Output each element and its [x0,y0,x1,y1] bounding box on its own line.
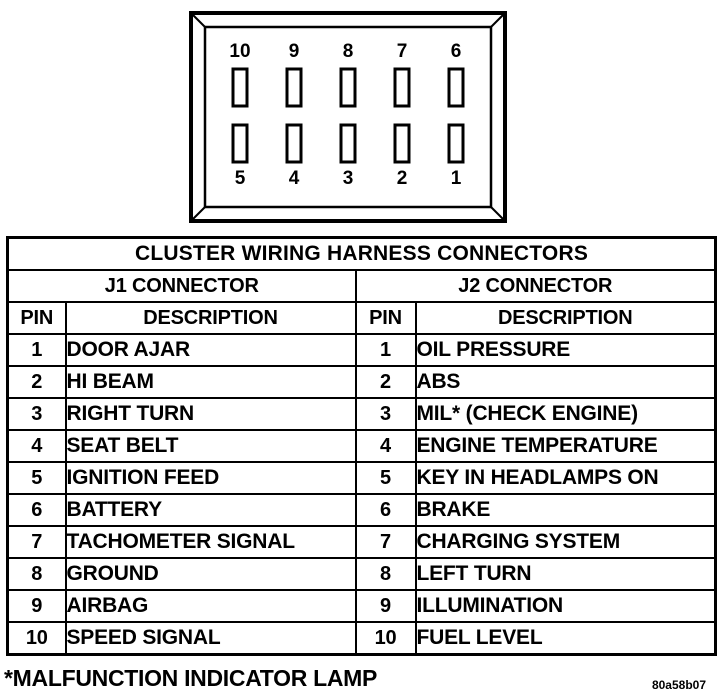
pin-slot [285,123,303,164]
bevel-line-bottom-left [192,205,207,220]
pin-slot [231,123,249,164]
table-row: 7 TACHOMETER SIGNAL 7 CHARGING SYSTEM [6,525,717,559]
bevel-line-top-right [489,14,504,29]
j1-pin-cell: 7 [6,525,67,559]
pin-number-label: 10 [229,41,250,62]
j1-description-cell: RIGHT TURN [64,397,357,431]
j2-pin-cell: 6 [354,493,417,527]
cluster-wiring-harness-table: CLUSTER WIRING HARNESS CONNECTORS J1 CON… [6,236,718,656]
j2-pin-cell: 2 [354,365,417,399]
j2-description-cell: ENGINE TEMPERATURE [414,429,717,463]
column-header-row: PIN DESCRIPTION PIN DESCRIPTION [6,301,717,335]
j1-description-cell: GROUND [64,557,357,591]
pin-number-label: 1 [451,168,462,189]
j1-description-cell: HI BEAM [64,365,357,399]
table-row: 4 SEAT BELT 4 ENGINE TEMPERATURE [6,429,717,463]
j2-description-cell: LEFT TURN [414,557,717,591]
j1-pin-cell: 8 [6,557,67,591]
pin-slot [231,67,249,108]
j2-description-cell: FUEL LEVEL [414,621,717,656]
j2-pin-cell: 4 [354,429,417,463]
j2-description-cell: OIL PRESSURE [414,333,717,367]
table-row: 9 AIRBAG 9 ILLUMINATION [6,589,717,623]
j2-pin-cell: 3 [354,397,417,431]
j1-connector-header: J1 CONNECTOR [6,269,357,303]
table-title: CLUSTER WIRING HARNESS CONNECTORS [6,236,717,271]
pin-slot [339,123,357,164]
j2-pin-column-header: PIN [354,301,417,335]
pin-number-label: 8 [343,41,354,62]
table-row: 3 RIGHT TURN 3 MIL* (CHECK ENGINE) [6,397,717,431]
pin-slot [447,67,465,108]
j2-pin-cell: 5 [354,461,417,495]
j1-pin-column-header: PIN [6,301,67,335]
connector-outer-housing [189,11,507,223]
pin-number-label: 9 [289,41,300,62]
pin-number-label: 3 [343,168,354,189]
j2-description-cell: MIL* (CHECK ENGINE) [414,397,717,431]
j1-description-cell: SEAT BELT [64,429,357,463]
bevel-line-bottom-right [489,205,504,220]
j1-description-cell: IGNITION FEED [64,461,357,495]
pin-slot [393,67,411,108]
j1-pin-cell: 5 [6,461,67,495]
pin-number-label: 4 [289,168,300,189]
j1-pin-cell: 9 [6,589,67,623]
j2-description-cell: ILLUMINATION [414,589,717,623]
j1-description-cell: BATTERY [64,493,357,527]
j2-description-cell: CHARGING SYSTEM [414,525,717,559]
pin-number-label: 7 [397,41,408,62]
figure-code: 80a58b07 [651,678,706,692]
table-row: 6 BATTERY 6 BRAKE [6,493,717,527]
pin-slot [285,67,303,108]
table-row: 2 HI BEAM 2 ABS [6,365,717,399]
table-row: 8 GROUND 8 LEFT TURN [6,557,717,591]
j2-pin-cell: 1 [354,333,417,367]
pin-number-label: 2 [397,168,408,189]
connector-inner-face [203,25,493,209]
j2-pin-cell: 7 [354,525,417,559]
pin-number-label: 6 [451,41,462,62]
table-row: 1 DOOR AJAR 1 OIL PRESSURE [6,333,717,367]
j1-pin-cell: 2 [6,365,67,399]
j2-description-cell: KEY IN HEADLAMPS ON [414,461,717,495]
j1-pin-cell: 1 [6,333,67,367]
pin-slot [393,123,411,164]
j1-pin-cell: 4 [6,429,67,463]
table-title-row: CLUSTER WIRING HARNESS CONNECTORS [6,236,717,271]
j2-description-cell: BRAKE [414,493,717,527]
table-row: 10 SPEED SIGNAL 10 FUEL LEVEL [6,621,717,656]
j2-pin-cell: 8 [354,557,417,591]
j1-pin-cell: 10 [6,621,67,656]
j2-connector-header: J2 CONNECTOR [354,269,717,303]
j1-description-cell: AIRBAG [64,589,357,623]
bevel-line-top-left [192,14,207,29]
connector-drawing: 10 9 8 7 6 5 4 3 2 1 [189,11,507,223]
j2-pin-cell: 9 [354,589,417,623]
j1-description-cell: SPEED SIGNAL [64,621,357,656]
j1-description-cell: TACHOMETER SIGNAL [64,525,357,559]
pin-slot [339,67,357,108]
j1-description-column-header: DESCRIPTION [64,301,357,335]
pin-slot [447,123,465,164]
table-row: 5 IGNITION FEED 5 KEY IN HEADLAMPS ON [6,461,717,495]
j1-pin-cell: 6 [6,493,67,527]
connector-diagram: 10 9 8 7 6 5 4 3 2 1 [189,11,507,223]
j1-description-cell: DOOR AJAR [64,333,357,367]
pin-number-label: 5 [235,168,246,189]
j2-description-column-header: DESCRIPTION [414,301,717,335]
section-header-row: J1 CONNECTOR J2 CONNECTOR [6,269,717,303]
malfunction-indicator-footnote: *MALFUNCTION INDICATOR LAMP [4,665,378,691]
j2-pin-cell: 10 [354,621,417,656]
j1-pin-cell: 3 [6,397,67,431]
j2-description-cell: ABS [414,365,717,399]
